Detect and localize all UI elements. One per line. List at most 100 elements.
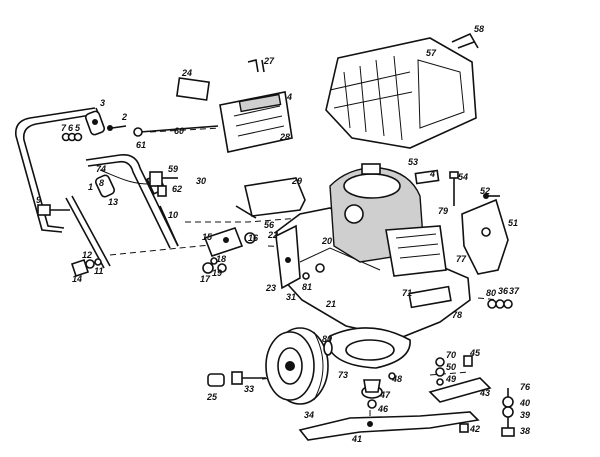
callout-2: 2 xyxy=(121,112,127,122)
label-4 xyxy=(414,169,440,185)
callout-45: 45 xyxy=(469,348,481,358)
callout-24: 24 xyxy=(181,68,192,78)
callout-70: 70 xyxy=(446,350,456,360)
callout-12: 12 xyxy=(82,250,92,260)
callout-37: 37 xyxy=(509,286,520,296)
callout-14: 14 xyxy=(72,274,82,284)
blade-41 xyxy=(298,411,480,441)
callout-43: 43 xyxy=(479,388,490,398)
wheel-bolt-33 xyxy=(231,371,266,385)
callout-25: 25 xyxy=(206,392,218,402)
callout-52: 52 xyxy=(480,186,490,196)
callout-51: 51 xyxy=(508,218,518,228)
callout-58: 58 xyxy=(474,24,484,34)
callout-4: 4 xyxy=(286,92,292,102)
callout-73: 73 xyxy=(338,370,348,380)
callout-21: 21 xyxy=(325,299,336,309)
callout-8: 8 xyxy=(99,178,104,188)
callout-27: 27 xyxy=(263,56,275,66)
callout-18: 18 xyxy=(216,254,226,264)
callout-57: 57 xyxy=(426,48,437,58)
callout-46: 46 xyxy=(377,404,389,414)
deck-housing xyxy=(275,207,471,339)
bag-frame-29 xyxy=(235,177,306,219)
side-plate-23 xyxy=(275,224,301,290)
engine-53 xyxy=(329,163,447,277)
label-24 xyxy=(175,77,211,101)
callout-15: 15 xyxy=(202,232,213,242)
rear-flap-28 xyxy=(219,91,293,153)
callout-47: 47 xyxy=(379,390,391,400)
callout-80: 80 xyxy=(486,288,496,298)
callout-36: 36 xyxy=(498,286,509,296)
callout-labels: 1 2 3 4 4 5 6 7 8 9 10 11 12 13 14 15 16… xyxy=(36,24,531,444)
callout-13: 13 xyxy=(108,197,118,207)
callout-7: 7 xyxy=(61,123,67,133)
blade-bracket-43 xyxy=(428,377,492,403)
bolt-59-62 xyxy=(149,171,178,197)
callout-29: 29 xyxy=(291,176,302,186)
wheel-34 xyxy=(265,327,329,405)
handle-screw-2 xyxy=(107,125,127,131)
bag-clip-58 xyxy=(451,32,479,49)
callout-79: 79 xyxy=(438,206,448,216)
callout-42: 42 xyxy=(469,424,480,434)
callout-76: 76 xyxy=(520,382,531,392)
callout-10: 10 xyxy=(168,210,178,220)
callout-60: 60 xyxy=(174,126,184,136)
cover-51 xyxy=(461,198,509,275)
callout-22: 22 xyxy=(267,230,278,240)
callout-16: 16 xyxy=(248,233,259,243)
grass-bag-57 xyxy=(325,37,477,149)
rod-60 xyxy=(133,125,219,137)
fasteners-38-39-40-76 xyxy=(501,388,515,437)
callout-30: 30 xyxy=(196,176,206,186)
callout-81: 81 xyxy=(302,282,312,292)
callout-74: 74 xyxy=(96,164,106,174)
callout-3: 3 xyxy=(100,98,105,108)
callout-4b: 4 xyxy=(429,169,435,179)
callout-50: 50 xyxy=(446,362,456,372)
callout-34: 34 xyxy=(304,410,314,420)
callout-59: 59 xyxy=(168,164,178,174)
washers-5-6-7 xyxy=(61,132,83,142)
callout-78: 78 xyxy=(452,310,462,320)
callout-56: 56 xyxy=(264,220,275,230)
callout-71: 71 xyxy=(402,288,412,298)
callout-28: 28 xyxy=(279,132,290,142)
fasteners-16-17-18-19 xyxy=(202,232,256,274)
callout-48: 48 xyxy=(391,374,402,384)
callout-80b: 80 xyxy=(322,334,332,344)
callout-77: 77 xyxy=(456,254,467,264)
callout-9: 9 xyxy=(36,195,41,205)
spring-27 xyxy=(247,59,265,73)
callout-62: 62 xyxy=(172,184,182,194)
callout-17: 17 xyxy=(200,274,211,284)
callout-6: 6 xyxy=(68,123,74,133)
handle-clamp-13 xyxy=(94,174,116,198)
callout-1: 1 xyxy=(88,182,93,192)
callout-39: 39 xyxy=(520,410,530,420)
callout-40: 40 xyxy=(519,398,530,408)
bolt-9 xyxy=(37,204,70,216)
engine-bolt-54 xyxy=(449,171,459,206)
hubcap-25 xyxy=(207,373,225,387)
screw-52 xyxy=(483,193,500,199)
cable-74 xyxy=(99,169,151,185)
callout-53: 53 xyxy=(408,157,418,167)
handle-bracket-15 xyxy=(203,227,244,257)
callout-54: 54 xyxy=(458,172,468,182)
handle-clamp-3 xyxy=(84,110,106,136)
handle-lower-tube xyxy=(65,153,179,269)
callout-19: 19 xyxy=(212,268,222,278)
callout-11: 11 xyxy=(94,266,103,276)
fasteners-45-49-50-70 xyxy=(435,355,473,386)
callout-61: 61 xyxy=(136,140,146,150)
callout-41: 41 xyxy=(351,434,362,444)
callout-5: 5 xyxy=(75,123,81,133)
callout-33: 33 xyxy=(244,384,254,394)
callout-23: 23 xyxy=(265,283,276,293)
callout-31: 31 xyxy=(286,292,296,302)
